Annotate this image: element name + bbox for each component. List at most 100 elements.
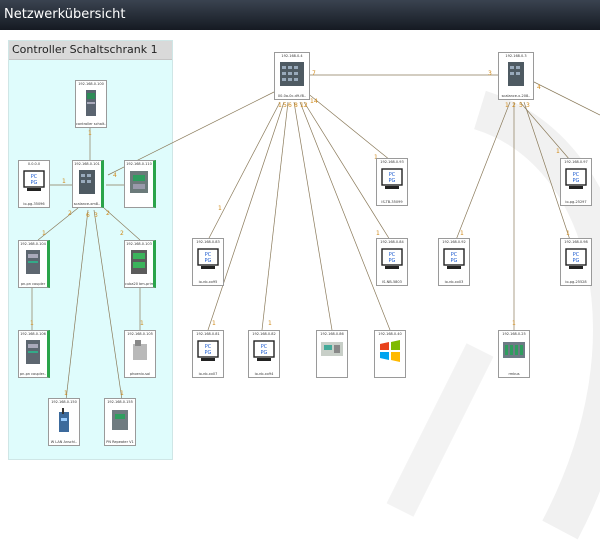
plc-module-icon <box>25 340 41 368</box>
svg-text:PC: PC <box>31 174 38 180</box>
node-controller[interactable]: 192.168.0.100 controller schalt.. <box>75 80 107 128</box>
node-ip: 192.168.0.93 <box>380 160 404 164</box>
port-label: 2 <box>512 102 516 109</box>
node-label: controller schalt.. <box>76 122 106 126</box>
node-label: scalance-x-208.. <box>501 94 531 98</box>
link-switch-pn <box>93 209 123 401</box>
node-label: io-nb-xx95 <box>198 280 218 284</box>
node-switch-right[interactable]: 192.168.0.3 scalance-x-208.. <box>498 52 534 100</box>
link-right-pclower <box>523 101 571 241</box>
port-label: 1 <box>120 390 124 397</box>
port-label: 1 <box>278 102 282 109</box>
svg-text:PC: PC <box>573 172 580 178</box>
node-ip: 192.168.0.100 <box>78 82 104 86</box>
background-watermark <box>386 90 600 540</box>
node-scalance-left[interactable]: 192.168.0.101 scalance-xm8.. <box>72 160 104 208</box>
port-label: 4 <box>537 84 541 91</box>
node-ip: 192.168.0.84 <box>380 240 404 244</box>
link-center-pcupper <box>305 91 391 161</box>
io-module-icon <box>111 408 129 434</box>
network-canvas[interactable]: Controller Schaltschrank 1 <box>0 30 600 540</box>
node-label: pn-pn coupler <box>20 282 46 286</box>
node-ip: 192.168.0.25 <box>502 332 526 336</box>
svg-text:PC: PC <box>205 344 212 350</box>
port-label: 3 <box>94 212 98 219</box>
node-phoenix[interactable]: 192.168.0.105 phoenix-sol <box>124 330 156 378</box>
switch-icon <box>78 170 96 198</box>
port-label: 1 <box>566 230 570 237</box>
node-pn[interactable]: 192.168.0.155 PN Repeater V1 <box>104 398 136 446</box>
port-label: 5 <box>283 102 287 109</box>
link-switch-wlan <box>65 209 89 401</box>
port-label: 4 <box>113 172 117 179</box>
window-title: Netzwerkübersicht <box>0 0 600 30</box>
io-module-icon <box>130 250 148 278</box>
svg-text:PG: PG <box>573 178 580 184</box>
svg-text:PG: PG <box>205 258 212 264</box>
svg-text:PG: PG <box>389 178 396 184</box>
port-label: 1 <box>62 178 66 185</box>
node-logo-device[interactable]: 192.168.0.86 <box>316 330 348 378</box>
node-ip: 192.168.0.106 <box>20 332 46 336</box>
node-ip: 192.168.0.98 <box>564 240 588 244</box>
port-label: 1 <box>218 205 222 212</box>
access-point-icon <box>56 408 72 436</box>
node-label: scalance-xm8.. <box>73 202 101 206</box>
svg-text:PG: PG <box>389 258 396 264</box>
node-rack[interactable]: 192.168.0.25 rmbus <box>498 330 530 378</box>
svg-text:PC: PC <box>261 344 268 350</box>
node-pncoupler2[interactable]: 192.168.0.106 pn-pn coupler.. <box>18 330 50 378</box>
link-center-windows <box>299 101 391 331</box>
node-ip: 192.168.0.101 <box>74 162 100 166</box>
io-module-icon <box>129 170 149 198</box>
node-label: PN Repeater V1 <box>106 440 134 444</box>
node-cuba[interactable]: 192.168.0.103 cuba20 bm-prim <box>124 240 156 288</box>
node-windows-device[interactable]: 192.168.0.40 <box>374 330 406 378</box>
svg-text:PG: PG <box>573 258 580 264</box>
node-pncoupler1[interactable]: 192.168.0.104 pn-pn coupler <box>18 240 50 288</box>
node-ip: 192.168.0.92 <box>442 240 466 244</box>
port-label: 7 <box>312 70 316 77</box>
node-wlan[interactable]: 192.168.0.150 W LAN Anschl.. <box>48 398 80 446</box>
link-right-out <box>529 79 600 116</box>
node-ip: 192.168.0.110 <box>126 162 152 166</box>
link-switch-pncoupler1 <box>37 207 79 241</box>
plc-module-icon <box>320 340 344 362</box>
node-ip: 192.168.0.83 <box>196 240 220 244</box>
node-ip: 192.168.0.86 <box>320 332 344 336</box>
node-et200[interactable]: 192.168.0.110 <box>124 160 156 208</box>
port-label: 5 <box>519 102 523 109</box>
svg-text:PC: PC <box>389 172 396 178</box>
switch-icon <box>507 62 525 90</box>
port-label: 6 <box>86 212 90 219</box>
node-ip: 0.0.0.0 <box>27 162 41 166</box>
port-label: 1 <box>460 230 464 237</box>
port-label: 1 <box>512 320 516 327</box>
port-label: 2 <box>106 210 110 217</box>
port-label: 1 <box>42 230 46 237</box>
svg-text:PC: PC <box>451 252 458 258</box>
svg-text:PG: PG <box>261 350 268 356</box>
port-label: 14 <box>310 98 318 105</box>
node-ip: 192.168.0.97 <box>564 160 588 164</box>
node-label: pn-pn coupler.. <box>19 372 47 376</box>
node-switch-center[interactable]: 192.168.0.4 00-0a-0c-d9-f8.. <box>274 52 310 100</box>
node-ip: 192.168.0.81 <box>196 332 220 336</box>
plc-module-icon <box>25 250 41 278</box>
port-label: 3 <box>526 102 530 109</box>
